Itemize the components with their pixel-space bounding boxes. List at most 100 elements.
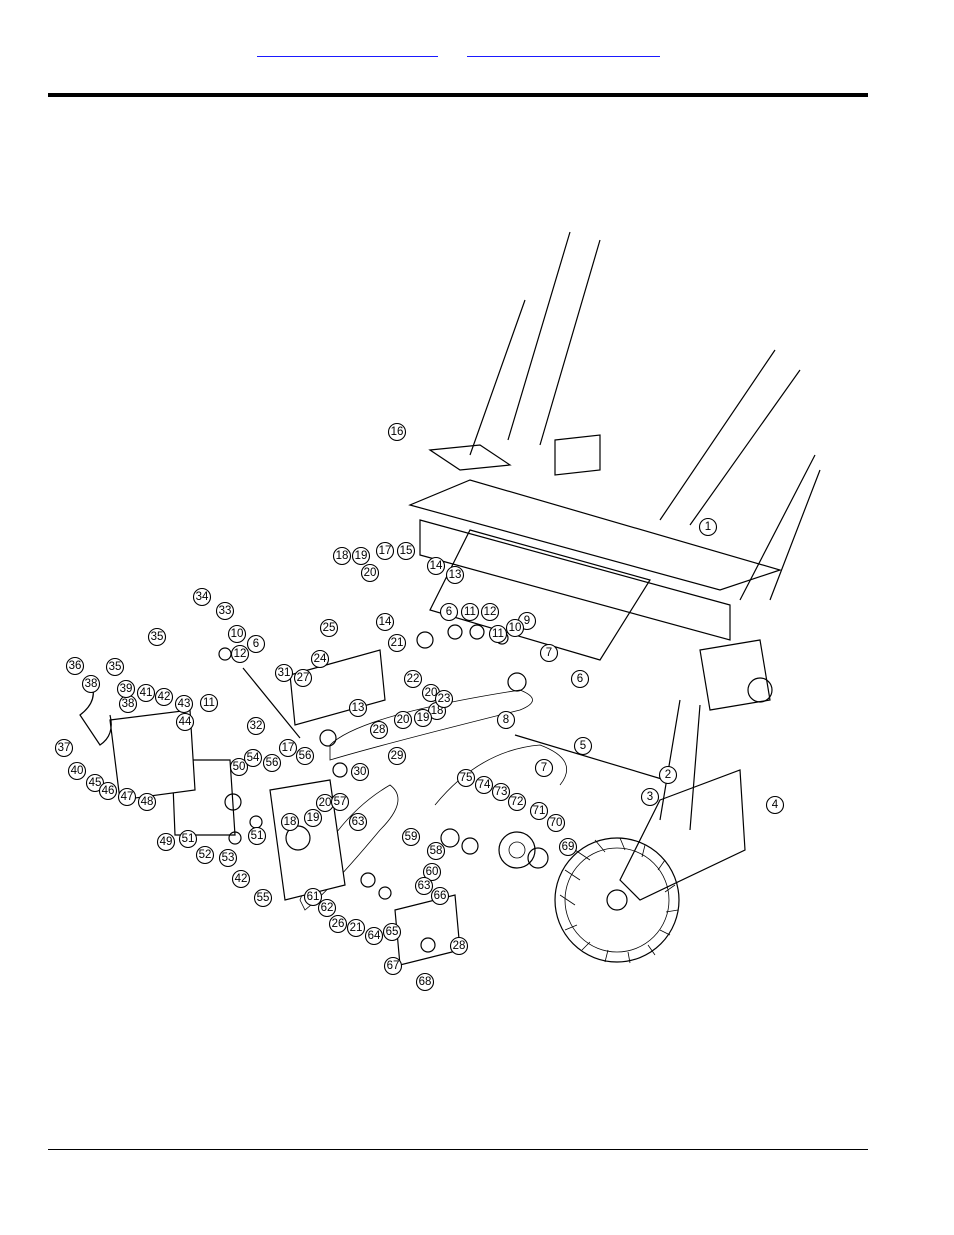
svg-text:31: 31 <box>278 667 291 679</box>
svg-text:7: 7 <box>546 647 552 659</box>
svg-text:35: 35 <box>151 631 164 643</box>
callout-26: 26 <box>328 914 348 934</box>
svg-text:53: 53 <box>222 852 235 864</box>
callout-10: 10 <box>227 624 247 644</box>
callout-38: 38 <box>81 674 101 694</box>
svg-text:44: 44 <box>179 716 192 728</box>
svg-text:29: 29 <box>391 750 404 762</box>
footer-rule <box>48 1149 868 1150</box>
callout-20: 20 <box>360 563 380 583</box>
callout-2: 2 <box>658 765 678 785</box>
callout-68: 68 <box>415 972 435 992</box>
svg-text:17: 17 <box>282 742 295 754</box>
callout-47: 47 <box>117 787 137 807</box>
callout-18: 18 <box>280 812 300 832</box>
callout-53: 53 <box>218 848 238 868</box>
callout-64: 64 <box>364 926 384 946</box>
callout-52: 52 <box>195 845 215 865</box>
callout-42: 42 <box>231 869 251 889</box>
callout-69: 69 <box>558 837 578 857</box>
svg-text:45: 45 <box>89 777 102 789</box>
callout-31: 31 <box>274 663 294 683</box>
callout-73: 73 <box>491 782 511 802</box>
svg-text:6: 6 <box>253 638 259 650</box>
svg-text:26: 26 <box>332 918 345 930</box>
callout-44: 44 <box>175 712 195 732</box>
svg-text:63: 63 <box>418 880 431 892</box>
svg-text:20: 20 <box>364 567 377 579</box>
svg-text:62: 62 <box>321 902 334 914</box>
svg-text:42: 42 <box>235 873 248 885</box>
callout-20: 20 <box>315 793 335 813</box>
svg-text:42: 42 <box>158 691 171 703</box>
callout-11: 11 <box>488 624 508 644</box>
svg-text:36: 36 <box>69 660 82 672</box>
callout-23: 23 <box>434 689 454 709</box>
callout-28: 28 <box>369 720 389 740</box>
svg-text:15: 15 <box>400 545 413 557</box>
svg-text:11: 11 <box>203 697 215 709</box>
nav-link-2[interactable] <box>467 44 660 57</box>
svg-text:2: 2 <box>665 769 671 781</box>
svg-text:49: 49 <box>160 836 173 848</box>
svg-text:40: 40 <box>71 765 84 777</box>
svg-text:41: 41 <box>140 687 153 699</box>
callout-61: 61 <box>303 887 323 907</box>
svg-text:11: 11 <box>464 606 476 618</box>
callout-6: 6 <box>246 634 266 654</box>
callout-1: 1 <box>698 517 718 537</box>
callout-32: 32 <box>246 716 266 736</box>
svg-text:1: 1 <box>705 521 711 533</box>
callout-46: 46 <box>98 781 118 801</box>
callout-54: 54 <box>243 748 263 768</box>
svg-text:28: 28 <box>373 724 386 736</box>
callout-39: 39 <box>116 679 136 699</box>
callout-14: 14 <box>375 612 395 632</box>
callout-50: 50 <box>229 757 249 777</box>
svg-text:3: 3 <box>647 791 653 803</box>
callout-62: 62 <box>317 898 337 918</box>
svg-text:52: 52 <box>199 849 212 861</box>
exploded-parts-diagram: 1234566677891010111111121213131414151617… <box>54 231 821 992</box>
nav-link-1[interactable] <box>257 44 438 57</box>
svg-text:12: 12 <box>234 648 247 660</box>
callout-7: 7 <box>539 643 559 663</box>
callout-21: 21 <box>387 633 407 653</box>
callout-42: 42 <box>154 687 174 707</box>
callout-20: 20 <box>393 710 413 730</box>
callout-51: 51 <box>247 826 267 846</box>
svg-text:19: 19 <box>355 550 368 562</box>
svg-text:43: 43 <box>178 698 191 710</box>
callout-19: 19 <box>303 808 323 828</box>
callout-25: 25 <box>319 618 339 638</box>
callout-12: 12 <box>480 602 500 622</box>
callout-4: 4 <box>765 795 785 815</box>
svg-text:60: 60 <box>426 866 439 878</box>
svg-text:28: 28 <box>453 940 466 952</box>
callout-11: 11 <box>460 602 480 622</box>
callout-65: 65 <box>382 922 402 942</box>
svg-text:47: 47 <box>121 791 134 803</box>
svg-text:61: 61 <box>307 891 320 903</box>
svg-text:67: 67 <box>387 960 400 972</box>
svg-text:20: 20 <box>425 687 438 699</box>
svg-text:46: 46 <box>102 785 115 797</box>
svg-text:6: 6 <box>446 606 452 618</box>
callout-41: 41 <box>136 683 156 703</box>
callout-63: 63 <box>414 876 434 896</box>
callout-56: 56 <box>295 746 315 766</box>
callout-57: 57 <box>330 792 350 812</box>
callout-layer: 1234566677891010111111121213131414151617… <box>54 422 785 992</box>
callout-19: 19 <box>413 708 433 728</box>
svg-text:63: 63 <box>352 816 365 828</box>
callout-59: 59 <box>401 827 421 847</box>
svg-text:19: 19 <box>417 712 430 724</box>
svg-text:11: 11 <box>492 628 504 640</box>
callout-60: 60 <box>422 862 442 882</box>
svg-text:10: 10 <box>231 628 244 640</box>
callout-7: 7 <box>534 758 554 778</box>
callout-48: 48 <box>137 792 157 812</box>
callout-19: 19 <box>351 546 371 566</box>
svg-text:38: 38 <box>122 698 135 710</box>
callout-27: 27 <box>293 668 313 688</box>
